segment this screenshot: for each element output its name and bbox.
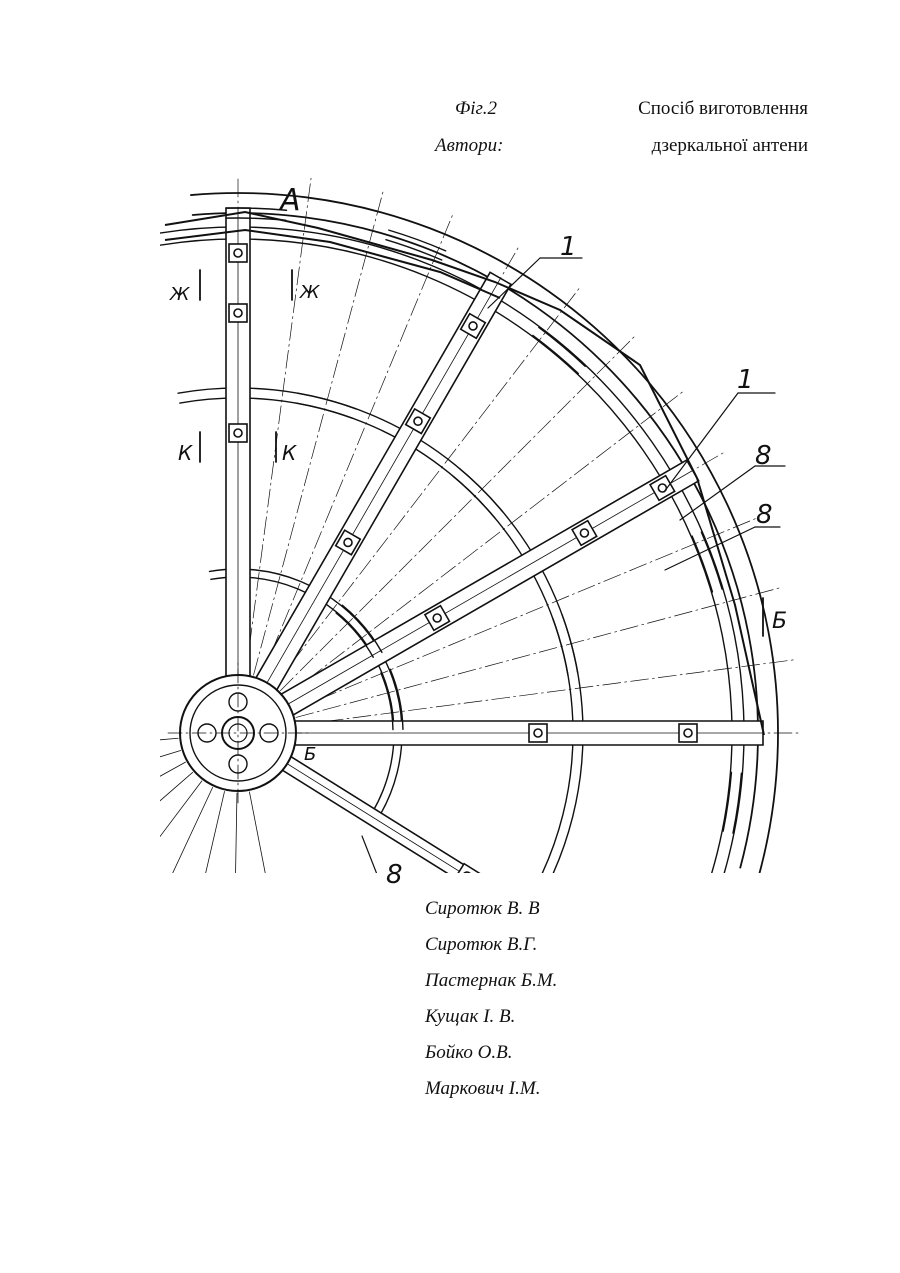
spoke-line [160, 772, 193, 877]
authors-list: Сиротюк В. В Сиротюк В.Г. Пастернак Б.М.… [425, 897, 557, 1113]
construction-line [280, 337, 634, 691]
callout-1-top: 1 [560, 232, 577, 262]
callout-1-right: 1 [737, 365, 754, 395]
section-zh-right-label: Ж [299, 282, 320, 303]
author-name: Сиротюк В. В [425, 897, 557, 933]
author-name: Сиротюк В.Г. [425, 933, 557, 969]
section-b-label-center: Б [304, 744, 316, 765]
antenna-frame-drawing: A Б Б Ж Ж К К 1 1 8 8 8 [160, 178, 800, 893]
bracket-pad [389, 230, 446, 251]
bolt-nut [229, 424, 247, 442]
bolt-nut [229, 304, 247, 322]
bolt-nut [679, 724, 697, 742]
spoke-line [160, 751, 181, 798]
spoke-line [160, 762, 186, 840]
author-name: Пастернак Б.М. [425, 969, 557, 1005]
callout-leader [362, 836, 380, 882]
bracket-pad [701, 532, 722, 589]
bolt-head [463, 872, 471, 880]
callout-8-bottom: 8 [386, 860, 403, 890]
bracket-pad [733, 773, 741, 833]
callout-leader [664, 393, 738, 492]
author-name: Кущак І. В. [425, 1005, 557, 1041]
bolt-nut [229, 244, 247, 262]
spoke-line [249, 792, 280, 893]
callout-8-upper: 8 [755, 441, 772, 471]
section-k-left-label: К [178, 441, 193, 465]
spoke-line [160, 781, 202, 893]
figure-label: Фіг.2 [455, 98, 497, 120]
section-a-label: A [278, 183, 301, 218]
section-k-right-label: К [282, 441, 297, 465]
spoke-line [160, 738, 178, 752]
callout-8-middle: 8 [756, 500, 773, 530]
section-zh-left-label: Ж [169, 284, 190, 305]
authors-label: Автори: [435, 135, 503, 157]
spoke-line [189, 791, 225, 893]
bolt-nut [529, 724, 547, 742]
title-line-1: Спосіб виготовлення [638, 98, 808, 120]
author-name: Бойко О.В. [425, 1041, 557, 1077]
spoke-line [160, 787, 213, 893]
section-b-label: Б [772, 609, 787, 634]
callout-leader [665, 527, 755, 570]
construction-line [293, 519, 755, 710]
title-line-2: дзеркальної антени [652, 135, 808, 157]
spoke-line [234, 793, 237, 893]
author-name: Маркович І.М. [425, 1077, 557, 1113]
drawing-geometry [160, 178, 798, 893]
